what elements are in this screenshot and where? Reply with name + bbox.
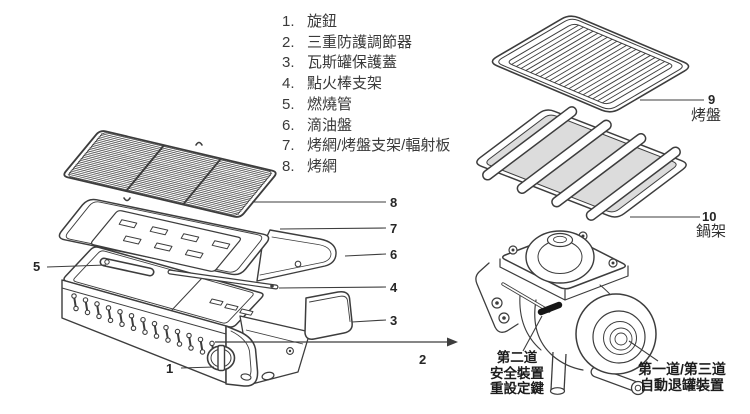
callout-lines (46, 99, 704, 369)
callout-number-9: 9 (708, 92, 716, 107)
parts-list-item-3: 3. 瓦斯罐保護蓋 (282, 53, 450, 74)
part-label: 旋鈕 (307, 13, 338, 30)
callout-number-7: 7 (390, 221, 398, 236)
callout-number-3: 3 (390, 313, 398, 328)
annotation-line: 第一道/第三道 (638, 361, 726, 377)
part-label: 烤網/烤盤支架/輻射板 (307, 137, 451, 155)
part-label: 燃燒管 (307, 95, 353, 113)
callout-number-2: 2 (419, 352, 427, 367)
part-label: 三重防護調節器 (307, 33, 413, 51)
parts-list-item-6: 6. 滴油盤 (282, 116, 450, 137)
part-label: 滴油盤 (307, 116, 353, 134)
part-number: 1. (282, 13, 295, 30)
part-number: 7. (282, 137, 295, 155)
callout-number-4: 4 (390, 280, 398, 295)
annotation-line: 重設定鍵 (490, 381, 544, 397)
reset-key-annotation: 第二道 安全裝置 重設定鍵 (479, 350, 555, 397)
part-number: 5. (282, 95, 295, 113)
part-number: 3. (282, 54, 295, 72)
parts-list-item-5: 5. 燃燒管 (282, 95, 450, 116)
grill-pan-label: 烤盤 (691, 107, 722, 124)
grill-pan-illustration (491, 15, 690, 113)
parts-list-item-7: 7. 烤網/烤盤支架/輻射板 (282, 136, 450, 157)
part-number: 8. (282, 157, 295, 175)
pot-rack-illustration (476, 106, 687, 221)
parts-list: 1. 旋鈕 2. 三重防護調節器 3. 瓦斯罐保護蓋 4. 點火棒支架 5. 燃燒管 6.… (282, 12, 450, 178)
part-label: 瓦斯罐保護蓋 (307, 54, 398, 72)
part-number: 6. (282, 116, 295, 134)
callout-number-1: 1 (166, 361, 174, 376)
stove-body-illustration (61, 246, 353, 387)
annotation-line: 自動退罐裝置 (640, 377, 724, 393)
callout-number-6: 6 (390, 247, 398, 262)
annotation-line: 第二道 (496, 350, 538, 365)
annotation-line: 安全裝置 (490, 365, 544, 381)
callout-number-10: 10 (702, 209, 717, 224)
regulator-illustration (475, 230, 657, 396)
auto-eject-annotation: 第一道/第三道 自動退罐裝置 (628, 361, 736, 393)
part-number: 4. (282, 75, 295, 93)
pot-rack-label: 鍋架 (696, 223, 727, 240)
callout-number-8: 8 (390, 195, 398, 210)
parts-list-item-4: 4. 點火棒支架 (282, 74, 450, 95)
part-label: 烤網 (307, 157, 338, 175)
grill-grate-illustration (63, 130, 277, 218)
part-number: 2. (282, 33, 295, 51)
part-label: 點火棒支架 (307, 75, 383, 93)
parts-list-item-8: 8. 烤網 (282, 157, 450, 178)
drip-tray-radiation-plate-illustration (58, 198, 337, 282)
callout-number-5: 5 (33, 259, 41, 274)
parts-list-item-2: 2. 三重防護調節器 (282, 33, 450, 54)
parts-list-item-1: 1. 旋鈕 (282, 12, 450, 33)
